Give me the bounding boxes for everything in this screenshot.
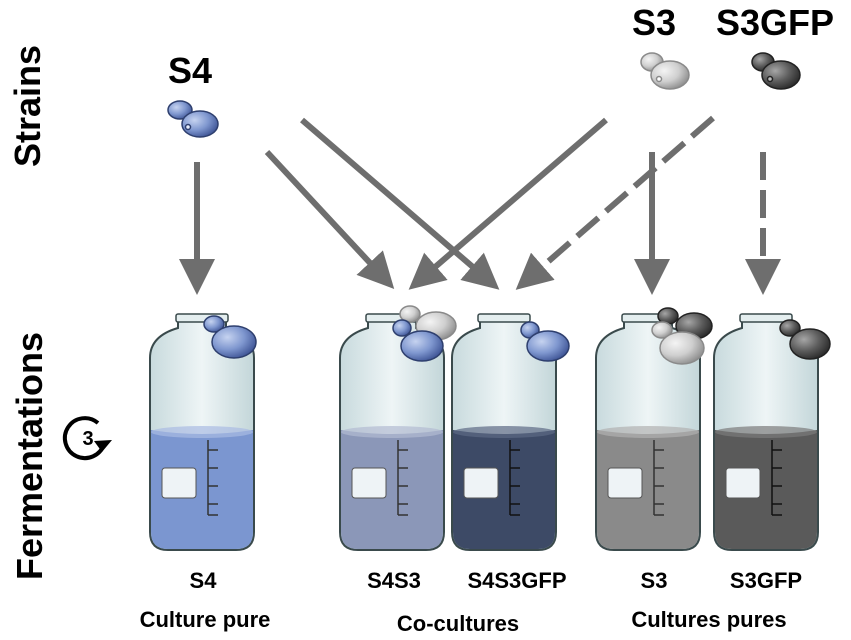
group-label-culture-pure: Culture pure bbox=[140, 607, 271, 632]
flask-s4 bbox=[149, 313, 257, 551]
arrow-s3gfp-to-s4s3gfp bbox=[515, 115, 715, 290]
arrow-s3-to-s4s3 bbox=[408, 117, 608, 290]
arrow-s4-to-s4s3 bbox=[264, 149, 395, 289]
flask-s3gfp bbox=[713, 313, 831, 551]
flask-label-s4s3: S4S3 bbox=[367, 568, 421, 593]
group-label-co-cultures: Co-cultures bbox=[397, 611, 519, 636]
strain-label-s3: S3 bbox=[632, 2, 677, 43]
flask-label-s3: S3 bbox=[641, 568, 668, 593]
flask-s4s3 bbox=[339, 305, 457, 551]
flask-s3 bbox=[595, 307, 713, 551]
flask-label-s3gfp: S3GFP bbox=[730, 568, 802, 593]
repeat-count-text: 3 bbox=[82, 428, 93, 450]
flask-s4s3gfp bbox=[451, 313, 570, 551]
yeast-icon-s3gfp bbox=[751, 52, 801, 90]
arrow-s4-to-s4s3gfp bbox=[300, 117, 500, 290]
flask-liquid bbox=[715, 430, 817, 549]
flask-liquid bbox=[597, 430, 699, 549]
strain-label-s4: S4 bbox=[168, 50, 213, 91]
flask-label-s4s3gfp: S4S3GFP bbox=[467, 568, 566, 593]
yeast-icon-s4 bbox=[167, 100, 219, 138]
group-label-cultures-pures: Cultures pures bbox=[631, 607, 786, 632]
arrows bbox=[179, 115, 781, 295]
repeat-cycle-icon: 3 bbox=[62, 416, 112, 461]
yeast-icon-s3 bbox=[640, 52, 690, 90]
flask-liquid bbox=[453, 430, 555, 549]
flask-liquid bbox=[341, 430, 443, 549]
strain-label-s3gfp: S3GFP bbox=[716, 2, 835, 43]
flask-label-s4: S4 bbox=[190, 568, 218, 593]
flask-liquid bbox=[151, 430, 253, 549]
